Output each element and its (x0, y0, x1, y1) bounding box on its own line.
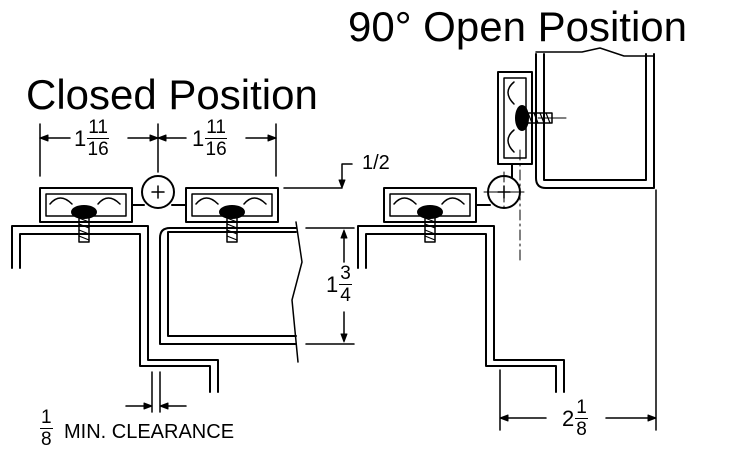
dim-open-projection-den: 8 (576, 419, 587, 440)
closed-door-break (291, 221, 303, 363)
dim-open-projection-num: 1 (575, 397, 588, 419)
open-door-break (535, 47, 655, 57)
right-leaf-bearing (195, 197, 267, 205)
closed-dim-leaf-arrows (39, 134, 277, 142)
dim-open-projection: 2 1 8 (562, 398, 588, 439)
closed-knuckle-cross (151, 185, 165, 199)
dim-leaf-right-num: 11 (205, 117, 227, 139)
open-door-profile (535, 53, 655, 189)
closed-dim-leaf-ext (39, 123, 277, 177)
closed-frame-profile (11, 225, 219, 393)
open-frame-profile (357, 225, 565, 393)
closed-position-title: Closed Position (26, 71, 318, 118)
open-door-leaf-housing (497, 71, 533, 165)
dim-clearance-label: MIN. CLEARANCE (64, 421, 235, 443)
dim-leaf-left: 1 11 16 (74, 118, 109, 159)
left-leaf-housing (39, 187, 133, 223)
open-dim-projection-arrows (499, 414, 657, 422)
open-dim-projection (499, 189, 657, 431)
dim-door-thickness-whole: 1 (326, 271, 339, 297)
left-leaf-insert (45, 193, 127, 217)
dim-offset-label: 1/2 (362, 152, 390, 174)
dim-clearance-num: 1 (40, 407, 53, 429)
right-leaf-insert (191, 193, 273, 217)
open-frame-leaf-housing (383, 187, 477, 223)
open-position-title: 90° Open Position (348, 3, 688, 50)
closed-knuckle (141, 175, 175, 209)
open-door-leaf-insert (503, 77, 527, 159)
dim-leaf-right: 1 11 16 (192, 118, 227, 159)
dim-leaf-right-den: 16 (205, 139, 227, 160)
dim-door-thickness-num: 3 (339, 263, 352, 285)
closed-dim-offset-arrow (338, 179, 346, 189)
dim-door-thickness: 1 3 4 (326, 264, 352, 305)
open-knuckle-arms (475, 163, 513, 206)
dim-clearance-den: 8 (41, 429, 52, 450)
left-leaf-bearing (49, 197, 121, 205)
right-leaf-housing (185, 187, 279, 223)
dim-leaf-left-den: 16 (87, 139, 109, 160)
open-frame-leaf-insert (389, 193, 471, 217)
closed-dim-thickness-arrows (340, 229, 348, 343)
closed-position-drawing (11, 123, 355, 413)
dim-leaf-right-whole: 1 (192, 125, 205, 151)
closed-door-profile (159, 227, 297, 345)
open-frame-leaf-bearing (393, 197, 465, 205)
closed-dim-clearance-arrows (143, 402, 169, 410)
closed-dim-thickness (305, 227, 355, 345)
closed-dim-clearance (125, 371, 187, 413)
dim-leaf-left-whole: 1 (74, 125, 87, 151)
right-screw-threads (226, 217, 238, 241)
dim-leaf-left-num: 11 (87, 117, 109, 139)
open-door-leaf-bearing (507, 81, 515, 153)
dim-clearance: 1 8 (40, 408, 53, 449)
dim-open-projection-whole: 2 (562, 405, 575, 431)
dim-door-thickness-den: 4 (340, 285, 351, 306)
open-centerline-vertical (503, 149, 521, 263)
open-position-drawing (357, 47, 657, 431)
